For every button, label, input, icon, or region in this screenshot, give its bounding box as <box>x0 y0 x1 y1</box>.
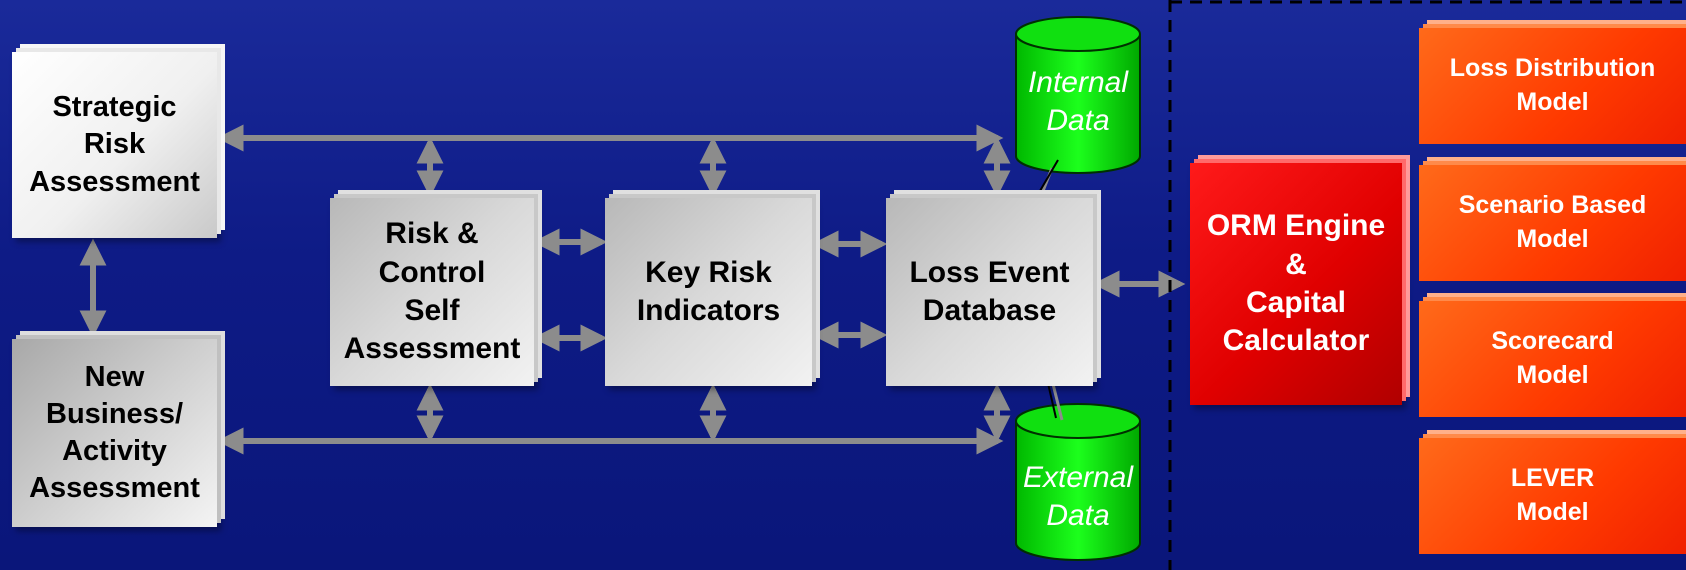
key-risk-indicators-box: Key Risk Indicators <box>605 198 812 386</box>
strategic-risk-assessment-box: Strategic Risk Assessment <box>12 52 217 238</box>
model-box-scorecard: Scorecard Model <box>1419 301 1686 417</box>
model-label: Loss Distribution Model <box>1449 54 1656 116</box>
rcsa-label: Risk & Control Self Assessment <box>343 217 521 366</box>
model-box-loss-distribution: Loss Distribution Model <box>1419 28 1686 144</box>
external-data-cylinder <box>1015 403 1141 561</box>
new-business-assessment-label: New Business/ Activity Assessment <box>29 360 200 505</box>
internal-data-label: Internal Data <box>1027 66 1129 137</box>
orm-engine-label: ORM Engine & Capital Calculator <box>1206 209 1386 358</box>
orm-engine-box: ORM Engine & Capital Calculator <box>1190 163 1402 405</box>
model-label: LEVER Model <box>1510 464 1595 526</box>
model-box-scenario-based: Scenario Based Model <box>1419 165 1686 281</box>
strategic-risk-assessment-label: Strategic Risk Assessment <box>29 91 200 198</box>
loss-event-database-label: Loss Event Database <box>909 255 1070 327</box>
loss-event-database-box: Loss Event Database <box>886 198 1093 386</box>
external-data-label: External Data <box>1022 461 1134 532</box>
rcsa-box: Risk & Control Self Assessment <box>330 198 534 386</box>
new-business-assessment-box: New Business/ Activity Assessment <box>12 339 217 527</box>
key-risk-indicators-label: Key Risk Indicators <box>636 255 781 327</box>
model-box-lever: LEVER Model <box>1419 438 1686 554</box>
model-label: Scorecard Model <box>1491 327 1614 389</box>
internal-data-cylinder <box>1015 16 1141 174</box>
model-label: Scenario Based Model <box>1458 191 1647 253</box>
